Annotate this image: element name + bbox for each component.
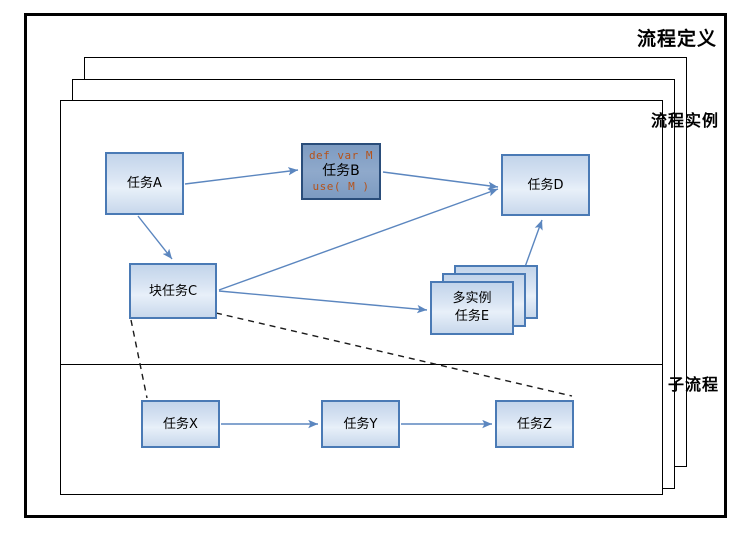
node-task-x-label: 任务X — [163, 416, 198, 432]
node-task-z[interactable]: 任务Z — [495, 400, 574, 448]
node-task-z-label: 任务Z — [517, 416, 552, 432]
node-task-a-label: 任务A — [127, 176, 162, 191]
node-task-y[interactable]: 任务Y — [321, 400, 400, 448]
node-task-b-code-bottom: use( M ) — [312, 180, 370, 193]
node-task-e-label-line2: 任务E — [454, 309, 490, 324]
node-task-c-label: 块任务C — [148, 283, 198, 299]
region-title-process-instance: 流程实例 — [650, 111, 719, 130]
node-task-b-label: 任务B — [322, 163, 360, 179]
node-task-e-front[interactable]: 多实例 任务E — [430, 281, 514, 335]
node-task-y-label: 任务Y — [343, 416, 378, 432]
region-title-process-definition: 流程定义 — [636, 28, 717, 50]
node-task-d[interactable]: 任务D — [501, 154, 590, 216]
node-task-a[interactable]: 任务A — [105, 152, 184, 215]
node-task-d-label: 任务D — [527, 177, 564, 193]
region-title-sub-process: 子流程 — [667, 375, 719, 394]
sub-process-divider — [60, 364, 663, 365]
node-task-b[interactable]: def var M 任务B use( M ) — [301, 143, 381, 200]
node-task-e-label-line1: 多实例 — [452, 291, 492, 306]
node-task-b-code-top: def var M — [308, 149, 374, 162]
node-task-x[interactable]: 任务X — [141, 400, 220, 448]
node-task-c[interactable]: 块任务C — [129, 263, 217, 319]
